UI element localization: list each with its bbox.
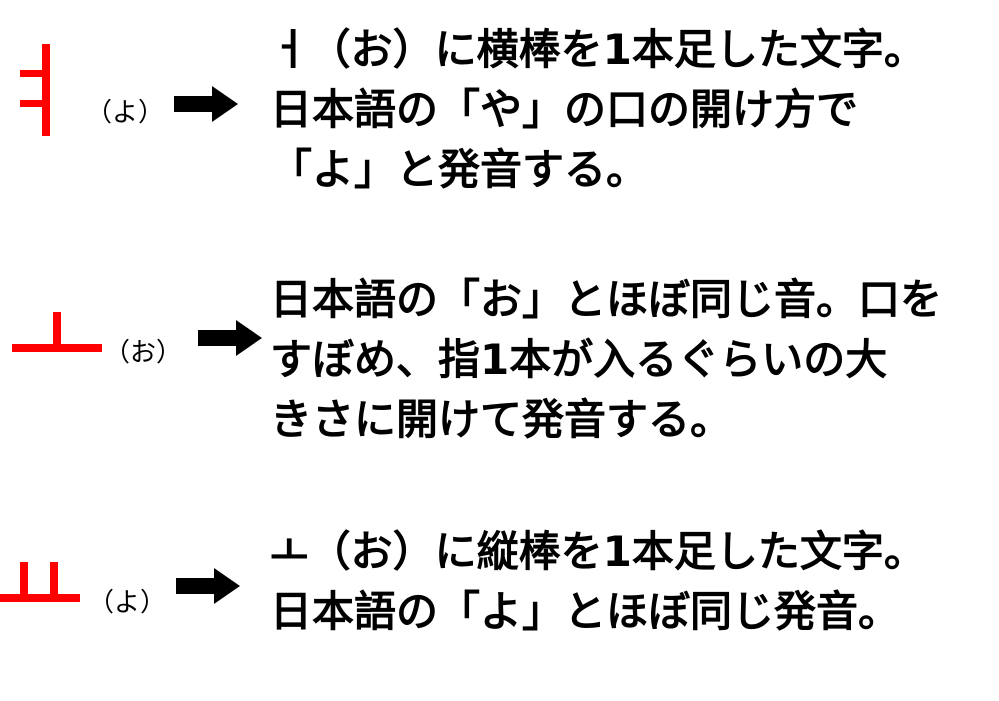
right-arrow-icon: [198, 320, 262, 356]
description-line: ㅗ（お）に縦棒を1本足した文字。: [270, 527, 926, 576]
description-line: 日本語の「お」とほぼ同じ音。口を: [270, 275, 943, 324]
description-line: ㅓ（お）に横棒を1本足した文字。: [270, 25, 926, 74]
description-line: 日本語の「や」の口の開け方で: [270, 85, 859, 134]
description-line: 日本語の「よ」とほぼ同じ発音。: [270, 587, 901, 636]
yo-jamo-glyph: [0, 562, 80, 602]
description-line: 「よ」と発音する。: [270, 145, 649, 194]
yeo-jamo-glyph: [20, 44, 50, 136]
description: ㅓ（お）に横棒を1本足した文字。 日本語の「や」の口の開け方で 「よ」と発音する…: [270, 20, 926, 200]
right-arrow-icon: [176, 568, 240, 604]
description: 日本語の「お」とほぼ同じ音。口を すぼめ、指1本が入るぐらいの大 きさに開けて発…: [270, 270, 942, 450]
reading-label: （お）: [104, 338, 183, 368]
right-arrow-icon: [174, 86, 238, 122]
description: ㅗ（お）に縦棒を1本足した文字。 日本語の「よ」とほぼ同じ発音。: [270, 522, 926, 642]
o-jamo-glyph: [12, 312, 102, 352]
description-line: きさに開けて発音する。: [270, 395, 733, 444]
description-line: すぼめ、指1本が入るぐらいの大: [270, 335, 888, 384]
reading-label: （よ）: [88, 588, 167, 618]
reading-label: （よ）: [86, 98, 165, 128]
